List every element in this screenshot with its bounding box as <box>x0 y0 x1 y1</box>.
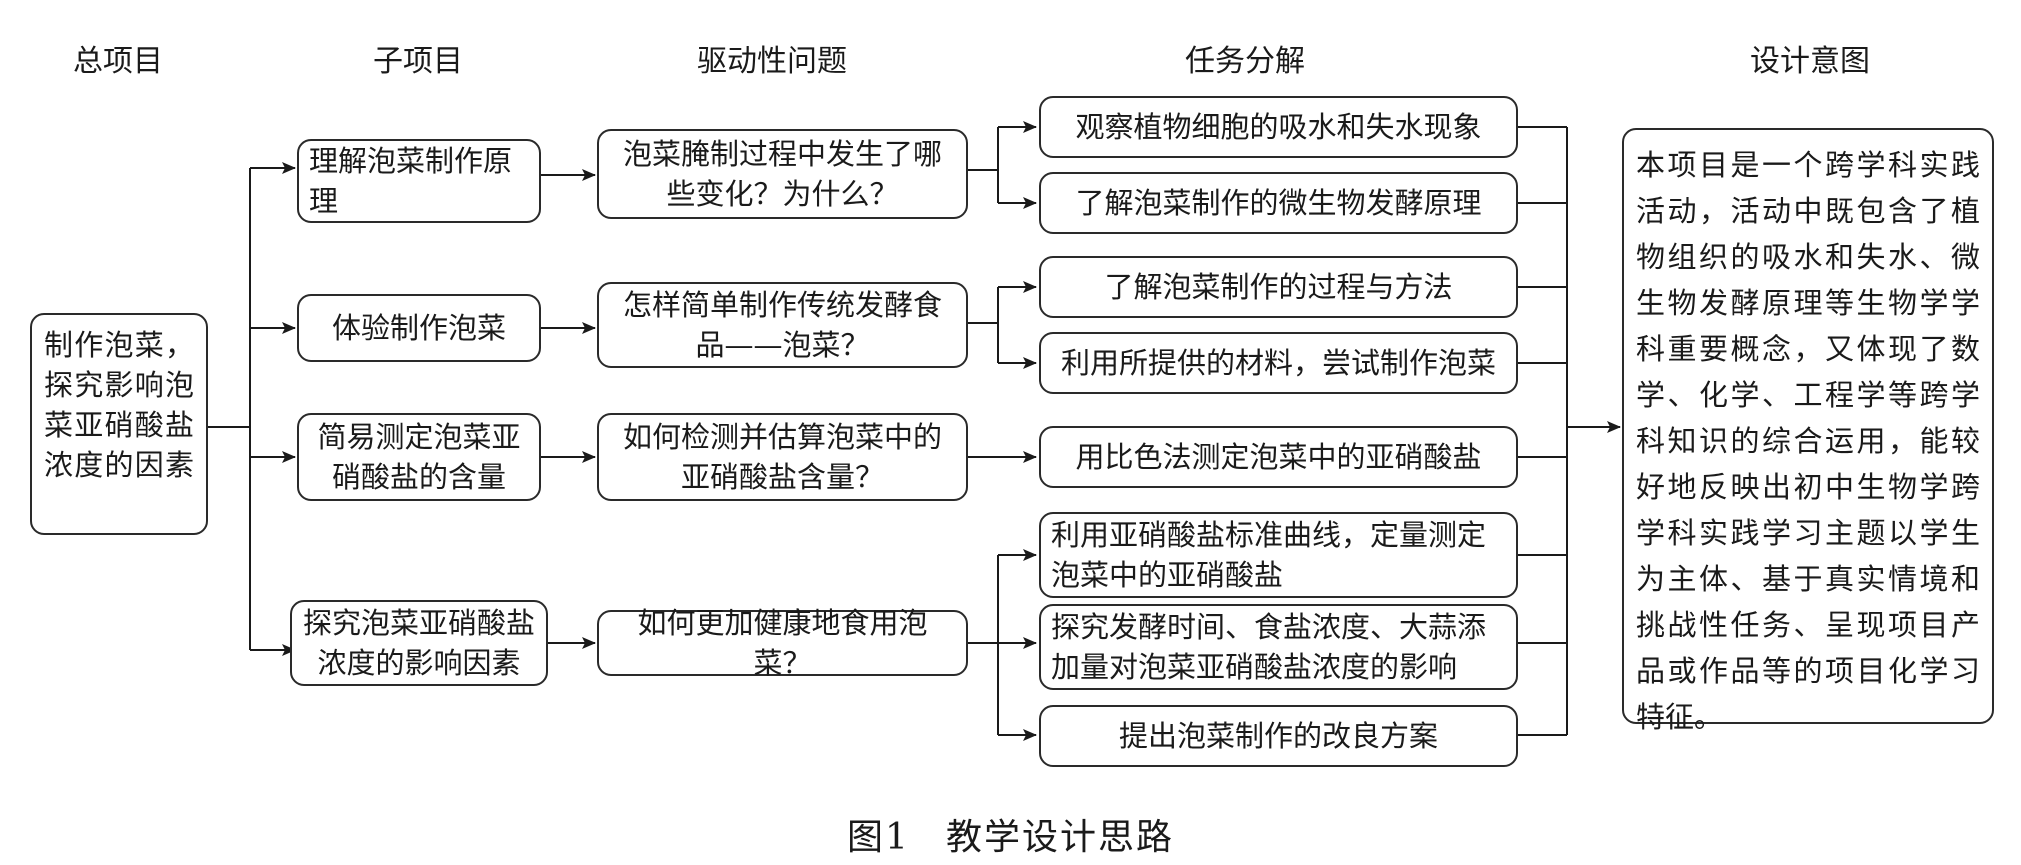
task-text: 观察植物细胞的吸水和失水现象 <box>1075 110 1482 144</box>
task-text: 了解泡菜制作的过程与方法 <box>1104 270 1453 304</box>
task-text: 利用亚硝酸盐标准曲线，定量测定泡菜中的亚硝酸盐 <box>1051 518 1487 592</box>
driving-question-box-2: 怎样简单制作传统发酵食品——泡菜？ <box>597 282 968 368</box>
task-box-2: 了解泡菜制作的微生物发酵原理 <box>1039 172 1518 234</box>
connector-q2-tasks <box>968 287 999 324</box>
task-box-4: 利用所提供的材料，尝试制作泡菜 <box>1039 332 1518 394</box>
overall-project-text: 制作泡菜，探究影响泡菜亚硝酸盐浓度的因素 <box>44 328 194 482</box>
task-text: 探究发酵时间、食盐浓度、大蒜添加量对泡菜亚硝酸盐浓度的影响 <box>1051 610 1487 684</box>
subproject-text: 理解泡菜制作原理 <box>309 144 513 218</box>
design-intent-box: 本项目是一个跨学科实践活动，活动中既包含了植物组织的吸水和失水、微生物发酵原理等… <box>1622 128 1994 734</box>
task-box-3: 了解泡菜制作的过程与方法 <box>1039 256 1518 318</box>
task-box-7: 探究发酵时间、食盐浓度、大蒜添加量对泡菜亚硝酸盐浓度的影响 <box>1039 604 1518 690</box>
subproject-text: 简易测定泡菜亚硝酸盐的含量 <box>317 420 521 494</box>
overall-project-box: 制作泡菜，探究影响泡菜亚硝酸盐浓度的因素 <box>30 313 208 535</box>
subproject-box-3: 简易测定泡菜亚硝酸盐的含量 <box>297 413 541 501</box>
subproject-box-4: 探究泡菜亚硝酸盐浓度的影响因素 <box>290 600 548 686</box>
connector-q1-tasks <box>968 127 999 171</box>
task-box-1: 观察植物细胞的吸水和失水现象 <box>1039 96 1518 158</box>
connector-q4-tasks <box>968 555 999 644</box>
driving-question-box-1: 泡菜腌制过程中发生了哪些变化？为什么？ <box>597 129 968 219</box>
task-text: 提出泡菜制作的改良方案 <box>1118 719 1438 753</box>
figure-caption: 图1 教学设计思路 <box>0 808 2021 860</box>
task-box-6: 利用亚硝酸盐标准曲线，定量测定泡菜中的亚硝酸盐 <box>1039 512 1518 598</box>
header-driving-question: 驱动性问题 <box>697 44 847 79</box>
header-subproject: 子项目 <box>373 44 463 79</box>
figure-number: 图1 <box>847 817 910 858</box>
subproject-box-2: 体验制作泡菜 <box>297 294 541 362</box>
driving-question-text: 怎样简单制作传统发酵食品——泡菜？ <box>622 288 942 362</box>
header-task-breakdown: 任务分解 <box>1185 44 1305 79</box>
task-box-5: 用比色法测定泡菜中的亚硝酸盐 <box>1039 426 1518 488</box>
driving-question-box-4: 如何更加健康地食用泡菜？ <box>597 606 968 680</box>
header-design-intent: 设计意图 <box>1750 44 1870 79</box>
driving-question-text: 如何检测并估算泡菜中的亚硝酸盐含量？ <box>622 420 942 494</box>
task-text: 利用所提供的材料，尝试制作泡菜 <box>1060 346 1496 380</box>
subproject-text: 探究泡菜亚硝酸盐浓度的影响因素 <box>302 606 535 680</box>
subproject-text: 体验制作泡菜 <box>331 311 506 345</box>
driving-question-text: 泡菜腌制过程中发生了哪些变化？为什么？ <box>622 137 942 211</box>
figure-title: 教学设计思路 <box>945 817 1174 858</box>
driving-question-text: 如何更加健康地食用泡菜？ <box>637 606 928 680</box>
header-overall: 总项目 <box>73 44 163 79</box>
design-intent-text: 本项目是一个跨学科实践活动，活动中既包含了植物组织的吸水和失水、微生物发酵原理等… <box>1636 148 1980 734</box>
task-box-8: 提出泡菜制作的改良方案 <box>1039 705 1518 767</box>
driving-question-box-3: 如何检测并估算泡菜中的亚硝酸盐含量？ <box>597 413 968 501</box>
task-text: 了解泡菜制作的微生物发酵原理 <box>1075 186 1482 220</box>
subproject-box-1: 理解泡菜制作原理 <box>297 139 541 223</box>
task-text: 用比色法测定泡菜中的亚硝酸盐 <box>1075 440 1482 474</box>
